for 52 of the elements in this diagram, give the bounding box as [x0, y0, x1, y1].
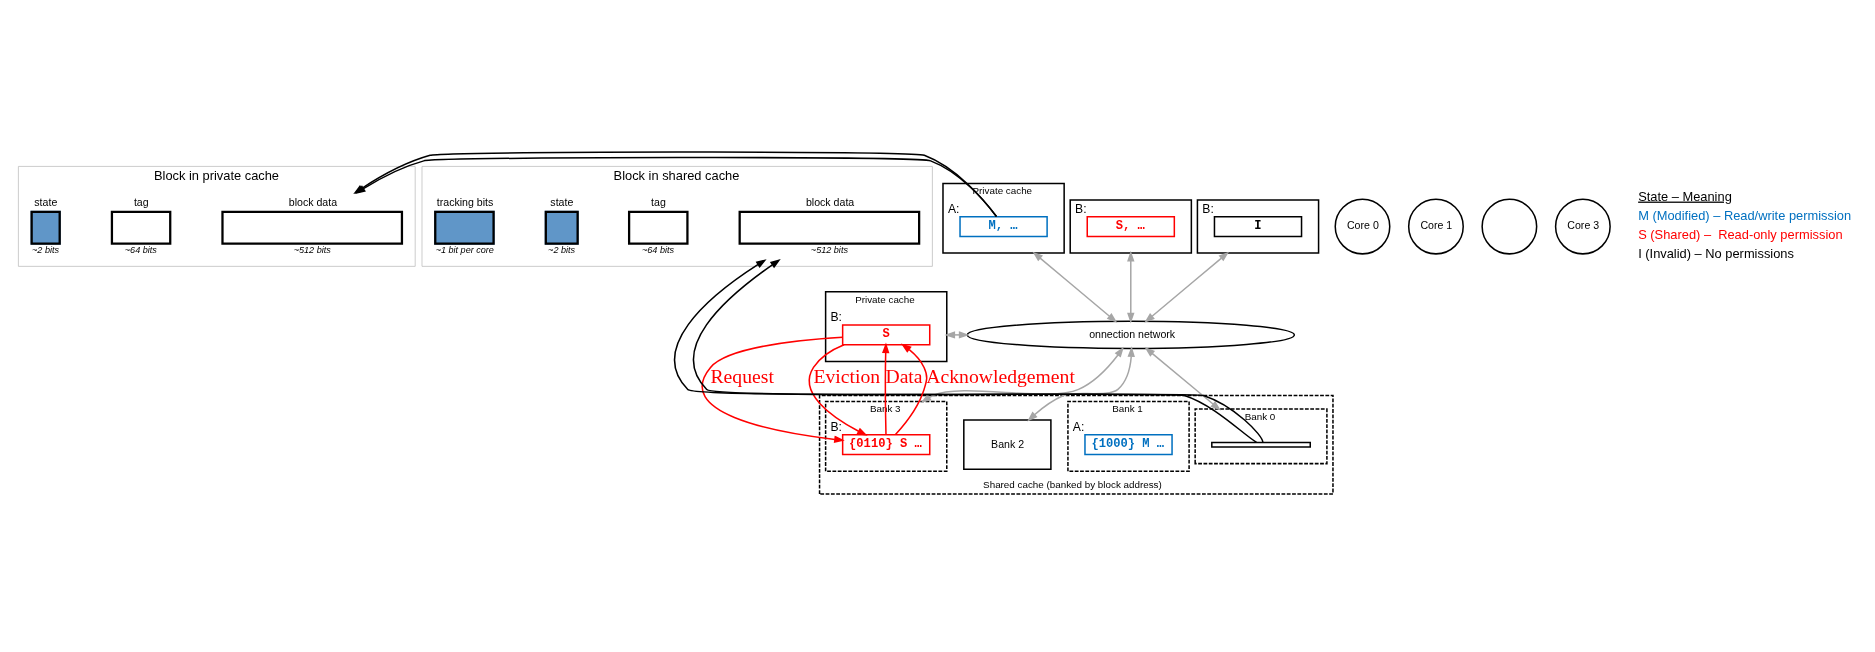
node-label: tag	[133, 196, 149, 209]
label: State – Meaning	[1638, 188, 1732, 204]
node-label: B:	[1202, 201, 1214, 216]
node-label: block data	[805, 196, 855, 209]
arrow	[1127, 250, 1135, 324]
node-box: S, …	[1086, 216, 1176, 238]
cluster	[1069, 199, 1193, 254]
node-label: ~2 bits	[548, 244, 576, 255]
node-label: ~64 bits	[641, 244, 675, 255]
arrow	[1144, 251, 1230, 323]
node-label: tracking bits	[436, 196, 494, 209]
node-label: ~512 bits	[293, 244, 331, 255]
node-box: M, …	[959, 216, 1048, 238]
node-ellipse: onnection network	[966, 320, 1296, 350]
edge-label: Request	[710, 365, 774, 388]
node-label: state	[550, 196, 574, 209]
node-label: ~2 bits	[32, 244, 60, 255]
cluster	[1196, 199, 1320, 254]
node-label: B:	[830, 310, 842, 325]
arrow	[1144, 347, 1221, 411]
node-label: ~512 bits	[810, 244, 848, 255]
node-box: Bank 2	[963, 419, 1052, 471]
node-label: A:	[1072, 419, 1085, 434]
node-box: I	[1213, 216, 1303, 238]
node-label: B:	[830, 419, 842, 434]
edge-label: Eviction	[813, 365, 881, 388]
node-label: A:	[947, 201, 960, 216]
arrow	[808, 344, 868, 436]
node-circle	[1481, 198, 1538, 255]
arrow	[944, 331, 970, 339]
node-circle: Core 1	[1407, 198, 1464, 255]
arrow	[882, 342, 890, 436]
node-label: B:	[1075, 201, 1087, 216]
arrow	[1032, 251, 1118, 323]
edge-label: Data	[885, 365, 923, 388]
label: M (Modified) – Read/write permission	[1638, 208, 1852, 224]
node-label: tag	[651, 196, 666, 209]
node-box: S	[841, 324, 931, 346]
node-label: ~64 bits	[124, 244, 157, 255]
node-bar	[1211, 441, 1311, 448]
node-circle: Core 0	[1334, 198, 1391, 255]
arrow	[701, 336, 845, 444]
node-circle: Core 3	[1554, 198, 1611, 255]
node-label: state	[34, 196, 58, 209]
node-label: block data	[288, 196, 338, 209]
label: S (Shared) – Read-only permission	[1638, 227, 1843, 243]
arrow	[894, 343, 928, 436]
cluster: Bank 0	[1194, 408, 1328, 465]
node-label: ~1 bit per core	[435, 244, 494, 255]
label: I (Invalid) – No permissions	[1638, 246, 1794, 262]
node-box: {1000} M …	[1084, 434, 1173, 456]
node-box: {0110} S …	[841, 434, 931, 456]
